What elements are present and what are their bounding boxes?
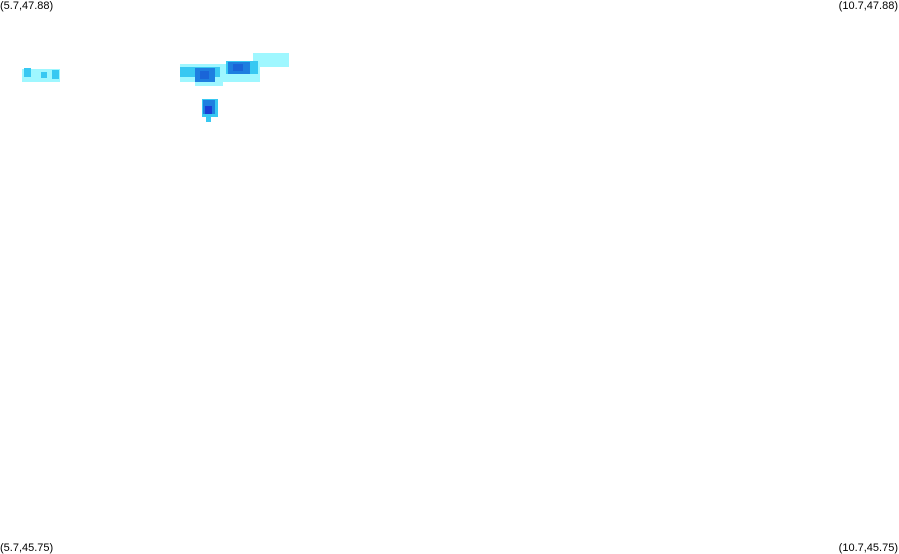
corner-label-bottom-right: (10.7,45.75) — [838, 542, 898, 554]
corner-label-top-left: (5.7,47.88) — [0, 0, 54, 12]
precip-cell-south — [202, 99, 218, 122]
precip-cluster-north — [180, 53, 289, 86]
corner-label-bottom-left: (5.7,45.75) — [0, 542, 54, 554]
precip-cluster-west — [22, 68, 60, 82]
corner-label-top-right: (10.7,47.88) — [838, 0, 898, 12]
